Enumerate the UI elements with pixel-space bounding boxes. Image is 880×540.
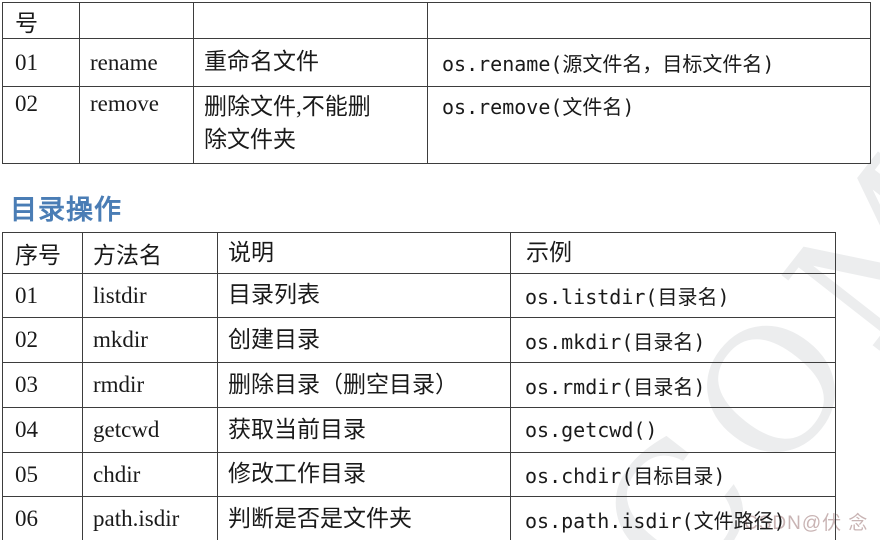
cell-method: mkdir	[82, 317, 218, 363]
header-cell-desc: 说明	[217, 232, 511, 274]
cell-method: rmdir	[82, 362, 218, 408]
cell-desc: 删除文件,不能删 除文件夹	[193, 86, 428, 164]
header-cell-desc	[193, 2, 428, 39]
table-row: 03 rmdir 删除目录（删空目录） os.rmdir(目录名)	[2, 362, 836, 408]
cell-example: os.remove(文件名)	[427, 86, 871, 164]
header-cell-method: 方法名	[82, 232, 218, 274]
section-heading-directory-ops: 目录操作	[10, 195, 122, 225]
cell-no: 02	[2, 317, 83, 363]
header-cell-method	[79, 2, 194, 39]
cell-example: os.chdir(目标目录)	[510, 452, 836, 497]
cell-example: os.rmdir(目录名)	[510, 362, 836, 408]
cell-example: os.path.isdir(文件路径)	[510, 496, 836, 540]
table-header-row: 序号 方法名 说明 示例	[2, 232, 836, 274]
cell-method: path.isdir	[82, 496, 218, 540]
cell-method: remove	[79, 86, 194, 164]
table-row: 02 mkdir 创建目录 os.mkdir(目录名)	[2, 317, 836, 363]
table-row: 02 remove 删除文件,不能删 除文件夹 os.remove(文件名)	[2, 86, 871, 164]
header-cell-no: 号	[2, 2, 80, 39]
cell-desc: 创建目录	[217, 317, 511, 363]
header-cell-example	[427, 2, 871, 39]
table-row: 04 getcwd 获取当前目录 os.getcwd()	[2, 407, 836, 453]
cell-no: 01	[2, 38, 80, 87]
cell-method: getcwd	[82, 407, 218, 453]
cell-desc: 判断是否是文件夹	[217, 496, 511, 540]
table-row: 01 listdir 目录列表 os.listdir(目录名)	[2, 273, 836, 318]
table-row: 01 rename 重命名文件 os.rename(源文件名，目标文件名)	[2, 38, 871, 87]
table-row: 05 chdir 修改工作目录 os.chdir(目标目录)	[2, 452, 836, 497]
cell-no: 05	[2, 452, 83, 497]
cell-no: 04	[2, 407, 83, 453]
header-cell-example: 示例	[510, 232, 836, 274]
cell-example: os.listdir(目录名)	[510, 273, 836, 318]
cell-method: rename	[79, 38, 194, 87]
cell-desc: 修改工作目录	[217, 452, 511, 497]
cell-desc: 删除目录（删空目录）	[217, 362, 511, 408]
cell-no: 06	[2, 496, 83, 540]
cell-no: 03	[2, 362, 83, 408]
cell-desc: 重命名文件	[193, 38, 428, 87]
table-header-row: 号	[2, 2, 871, 39]
cell-desc: 目录列表	[217, 273, 511, 318]
table-row: 06 path.isdir 判断是否是文件夹 os.path.isdir(文件路…	[2, 496, 836, 540]
cell-example: os.rename(源文件名，目标文件名)	[427, 38, 871, 87]
file-operations-table: 号 01 rename 重命名文件 os.rename(源文件名，目标文件名) …	[2, 2, 871, 164]
cell-no: 01	[2, 273, 83, 318]
cell-example: os.getcwd()	[510, 407, 836, 453]
cell-method: listdir	[82, 273, 218, 318]
cell-method: chdir	[82, 452, 218, 497]
header-cell-no: 序号	[2, 232, 83, 274]
cell-example: os.mkdir(目录名)	[510, 317, 836, 363]
cell-desc: 获取当前目录	[217, 407, 511, 453]
directory-operations-table: 序号 方法名 说明 示例 01 listdir 目录列表 os.listdir(…	[2, 232, 836, 540]
cell-no: 02	[2, 86, 80, 164]
